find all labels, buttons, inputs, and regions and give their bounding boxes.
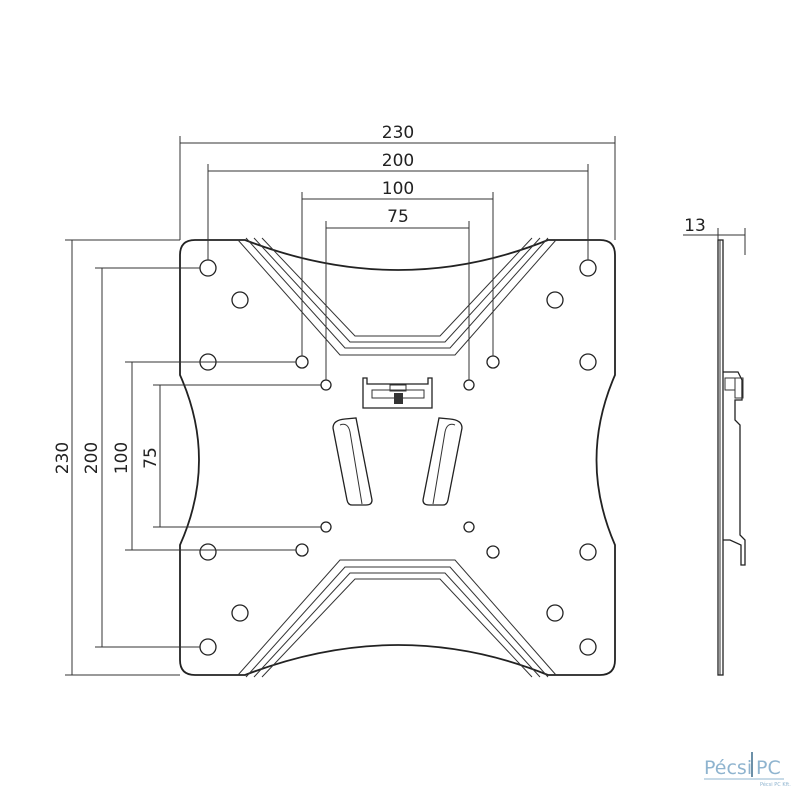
center-lock-bracket [362, 377, 433, 409]
right-hook [422, 417, 463, 506]
dim-h-230: 230 [382, 123, 414, 143]
dim-side-13: 13 [684, 216, 706, 236]
side-view [683, 228, 746, 676]
bottom-rib [237, 559, 557, 678]
dim-v-200: 200 [82, 442, 102, 474]
svg-text:PC: PC [756, 757, 781, 779]
dim-h-75: 75 [387, 207, 409, 227]
horizontal-dimension-lines [179, 136, 616, 380]
dim-v-75: 75 [141, 447, 161, 469]
dim-v-230: 230 [53, 442, 73, 474]
dim-v-100: 100 [112, 442, 132, 474]
dim-h-100: 100 [382, 179, 414, 199]
svg-text:Pécsi: Pécsi [704, 757, 752, 779]
mounting-holes [199, 259, 597, 656]
mount-plate-outline [179, 239, 616, 676]
vertical-dimension-lines [65, 239, 321, 676]
left-hook [332, 417, 373, 506]
svg-text:Pécsi PC Kft.: Pécsi PC Kft. [760, 781, 791, 788]
dim-h-200: 200 [382, 151, 414, 171]
watermark-logo: Pécsi PC Pécsi PC Kft. [704, 752, 791, 788]
